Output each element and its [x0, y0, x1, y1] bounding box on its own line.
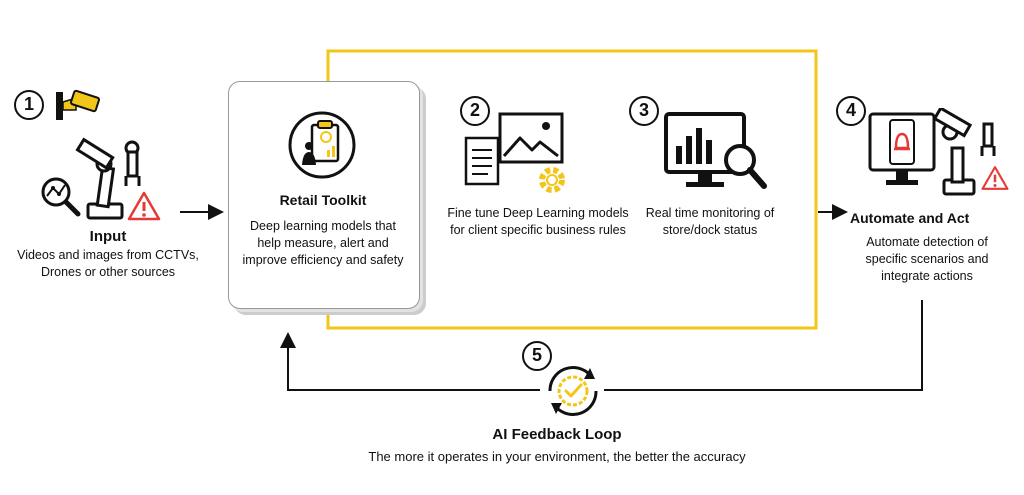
cctv-camera-icon — [56, 89, 101, 120]
document-image-gear-icon — [464, 112, 565, 193]
step-5-title: AI Feedback Loop — [492, 426, 622, 443]
step-1-title: Input — [89, 228, 127, 245]
step-5-number: 5 — [522, 341, 552, 371]
step-5-description: The more it operates in your environment… — [368, 449, 746, 464]
step-4-number: 4 — [836, 96, 866, 126]
monitor-analytics-icon — [664, 112, 767, 189]
robot-arm-icon — [75, 137, 141, 220]
warning-icon — [127, 191, 161, 221]
step-3-description: Real time monitoring of store/dock statu… — [645, 206, 775, 237]
warning-icon — [981, 166, 1009, 190]
retail-toolkit-title: Retail Toolkit — [279, 192, 367, 208]
step-3-number: 3 — [629, 96, 659, 126]
magnifier-chart-icon — [41, 177, 81, 217]
step-2-description: Fine tune Deep Learning models for clien… — [447, 206, 629, 237]
feedback-loop-check-icon — [548, 366, 598, 416]
step-4-title: Automate and Act — [850, 210, 970, 226]
step-4-description: Automate detection of specific scenarios… — [865, 235, 989, 283]
step-1-description: Videos and images from CCTVs, Drones or … — [17, 248, 199, 279]
robot-arm-icon — [932, 108, 996, 196]
monitor-alarm-icon — [868, 112, 936, 185]
retail-toolkit-description: Deep learning models that help measure, … — [242, 219, 404, 267]
feedback-loop-line-left — [280, 332, 540, 391]
step-2-number: 2 — [460, 96, 490, 126]
clipboard-person-icon — [288, 111, 356, 179]
feedback-loop-line-right — [604, 300, 923, 391]
step-1-number: 1 — [14, 90, 44, 120]
